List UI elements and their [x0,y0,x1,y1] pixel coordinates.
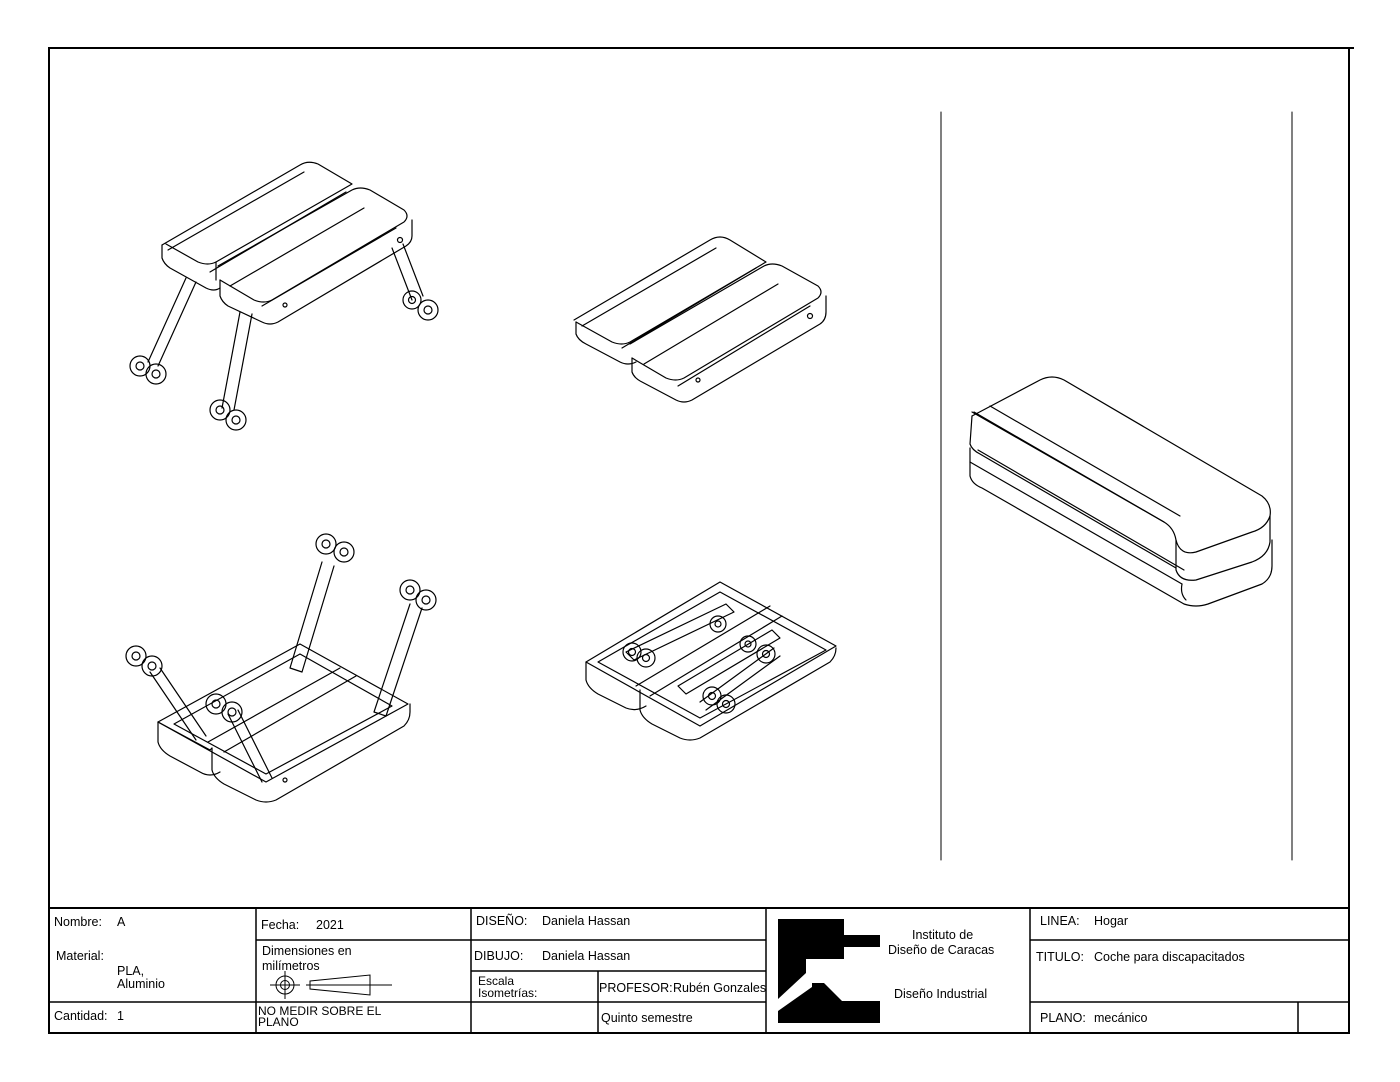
projection-symbol-icon [270,971,392,999]
dibujo-value: Daniela Hassan [542,949,631,963]
wheel [739,635,757,653]
diseno-label: DISEÑO: [476,914,528,928]
view-folded-top [573,236,827,403]
linea-value: Hogar [1094,914,1129,928]
nombre-label: Nombre: [54,915,102,929]
plano-value: mecánico [1094,1011,1148,1025]
linea-label: LINEA: [1040,914,1080,928]
semestre: Quinto semestre [601,1011,693,1025]
profesor-value: Rubén Gonzales [673,981,767,995]
wheel [756,644,776,664]
fecha-label: Fecha: [261,918,300,932]
wheel [225,409,247,431]
wheel [145,363,167,385]
profesor-label: PROFESOR: [599,981,673,995]
title-block: Nombre: A Material: PLA, Aluminio Cantid… [48,907,1350,1034]
wheel [402,290,422,310]
dimensiones-line-2: milímetros [262,959,320,973]
plano-label: PLANO: [1040,1011,1086,1025]
institute-line-2: Diseño de Caracas [888,943,995,957]
wheel [709,615,727,633]
cantidad-value: 1 [117,1009,124,1023]
diseno-value: Daniela Hassan [542,914,631,928]
institute-logo-icon [778,919,880,1023]
wheel [125,645,147,667]
title-block-grid [48,907,1350,1034]
nombre-value: A [117,915,126,929]
escala-line-1: Escala [478,974,515,988]
dimensiones-line-1: Dimensiones en [262,944,352,958]
view-compact-block [940,111,1293,861]
titulo-value: Coche para discapacitados [1094,950,1245,964]
fecha-value: 2021 [316,918,344,932]
wheel [636,648,656,668]
wheel [209,399,231,421]
view-stool-underside [125,533,437,803]
wheel [129,355,151,377]
isometric-drawings [125,111,1293,861]
drawing-sheet-frame [48,48,1350,1034]
wheel [702,686,722,706]
titulo-label: TITULO: [1036,950,1084,964]
wheel [315,533,337,555]
wheel [221,701,243,723]
no-medir-line-1: NO MEDIR SOBRE EL [258,1004,382,1018]
view-folded-underside [585,581,837,741]
institute-line-3: Diseño Industrial [894,987,988,1001]
material-value-1: PLA, [117,964,145,978]
wheel [141,655,163,677]
material-value-2: Aluminio [117,977,165,991]
sheet-top-line [48,47,1354,49]
wheel [716,694,736,714]
wheel [622,642,642,662]
escala-line-2: Isometrías: [478,986,538,1000]
cantidad-label: Cantidad: [54,1009,108,1023]
wheel [399,579,421,601]
dibujo-label: DIBUJO: [474,949,524,963]
wheel [333,541,355,563]
wheel [417,299,439,321]
no-medir-line-2: PLANO [258,1015,299,1029]
institute-line-1: Instituto de [912,928,974,942]
material-label: Material: [56,949,104,963]
view-stool-open [129,161,439,431]
wheel [415,589,437,611]
